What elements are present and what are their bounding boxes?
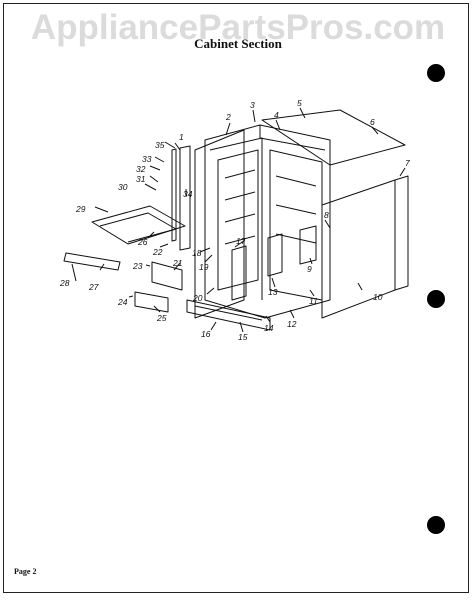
part-label-32: 32 (136, 164, 146, 174)
part-label-5: 5 (297, 98, 302, 108)
oven-cavity (217, 149, 259, 291)
side-panel (194, 129, 245, 319)
part-label-33: 33 (142, 154, 152, 164)
part-label-26: 26 (137, 237, 148, 247)
part-label-20: 20 (192, 293, 203, 303)
part-label-17: 17 (236, 236, 246, 246)
part-label-13: 13 (268, 287, 278, 297)
back-panel (321, 179, 396, 319)
part-label-16: 16 (201, 329, 211, 339)
watermark: AppliancePartsPros.com (30, 8, 446, 47)
part-label-34: 34 (183, 189, 193, 199)
part-label-4: 4 (274, 110, 279, 120)
part-label-18: 18 (192, 248, 202, 258)
part-label-9: 9 (307, 264, 312, 274)
door-handle (63, 252, 121, 271)
part-label-6: 6 (370, 117, 375, 127)
part-label-29: 29 (75, 204, 86, 214)
part-label-3: 3 (250, 100, 255, 110)
part-label-31: 31 (136, 174, 146, 184)
bracket-21 (151, 261, 183, 291)
part-label-23: 23 (132, 261, 143, 271)
part-label-22: 22 (152, 247, 163, 257)
top-cover (261, 109, 406, 166)
kick-panel (186, 299, 271, 331)
part-label-2: 2 (225, 112, 231, 122)
diagram-title: Cabinet Section (194, 36, 282, 51)
oven-door (91, 205, 186, 245)
part-label-21: 21 (172, 258, 183, 268)
front-trim (179, 145, 191, 251)
binder-hole-bottom (427, 516, 445, 534)
part-label-25: 25 (156, 313, 167, 323)
part-label-27: 27 (88, 282, 99, 292)
part-label-30: 30 (118, 182, 128, 192)
page-number: Page 2 (14, 567, 37, 576)
part-label-14: 14 (264, 323, 274, 333)
part-label-15: 15 (238, 332, 248, 342)
back-panel-flange (394, 175, 409, 291)
part-label-11: 11 (309, 296, 318, 306)
page-border (3, 3, 469, 593)
binder-hole-middle (427, 290, 445, 308)
part-label-1: 1 (179, 132, 184, 142)
part-label-35: 35 (155, 140, 165, 150)
bracket-25 (134, 291, 169, 313)
part-label-12: 12 (287, 319, 297, 329)
part-label-10: 10 (373, 292, 383, 302)
part-label-19: 19 (199, 262, 209, 272)
part-label-8: 8 (324, 210, 329, 220)
part-label-28: 28 (59, 278, 70, 288)
part-label-7: 7 (405, 158, 410, 168)
binder-hole-top (427, 64, 445, 82)
part-label-24: 24 (117, 297, 128, 307)
